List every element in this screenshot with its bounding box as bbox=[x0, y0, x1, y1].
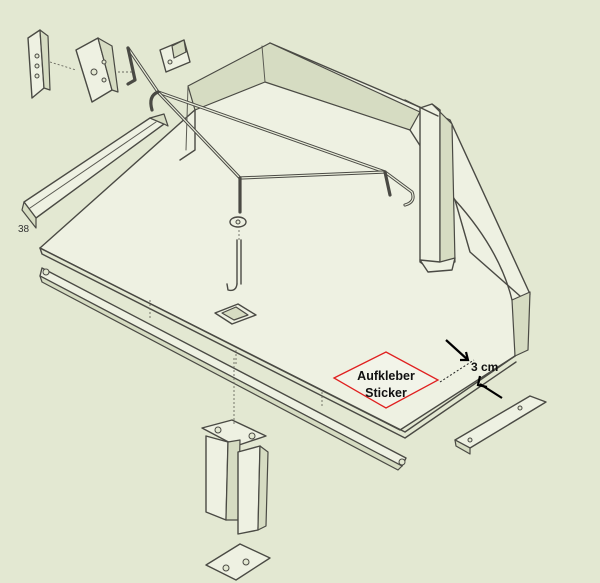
right-bracket bbox=[454, 395, 547, 455]
side-rail: 38 bbox=[18, 113, 169, 235]
front-rail bbox=[39, 267, 407, 471]
sticker-label-en: Sticker bbox=[365, 386, 407, 400]
dimension-marker: 3 cm bbox=[439, 339, 503, 399]
dimension-label: 3 cm bbox=[471, 360, 498, 374]
sticker-placement: Aufkleber Sticker bbox=[332, 351, 440, 409]
bracket-left bbox=[27, 29, 51, 99]
part-number: 38 bbox=[18, 224, 30, 235]
tube-frame bbox=[126, 46, 415, 228]
front-leg bbox=[201, 358, 271, 581]
rear-post bbox=[404, 99, 456, 273]
sticker-label-de: Aufkleber bbox=[357, 369, 415, 383]
bracket-clip bbox=[159, 39, 191, 73]
bracket-middle bbox=[49, 37, 132, 103]
hook-rod bbox=[226, 230, 242, 292]
tray bbox=[39, 42, 531, 439]
